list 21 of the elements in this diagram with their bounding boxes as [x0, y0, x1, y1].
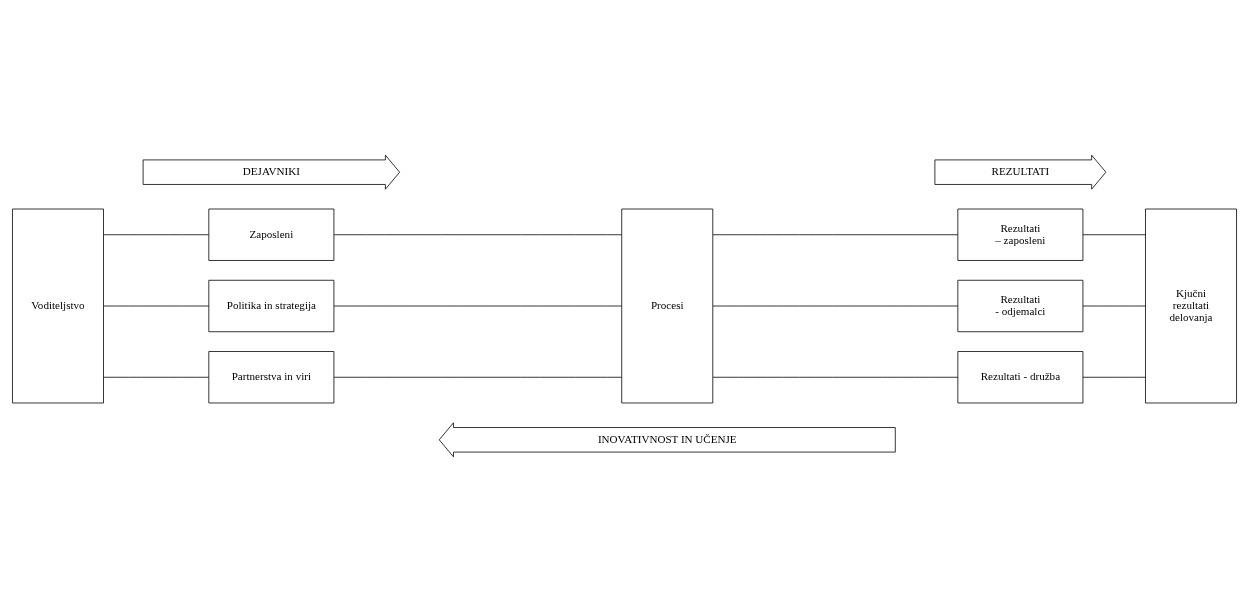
connector	[333, 234, 622, 236]
connector	[712, 376, 959, 378]
node-box: Voditeljstvo	[12, 208, 104, 404]
connector	[1082, 305, 1146, 307]
node-box: Procesi	[621, 208, 714, 404]
node-box: Politika in strategija	[208, 279, 335, 333]
node-box: Rezultati – zaposleni	[957, 208, 1084, 261]
connector	[103, 234, 210, 236]
connector	[712, 305, 959, 307]
connector	[333, 376, 622, 378]
connector	[1082, 376, 1146, 378]
node-box: Rezultati - odjemalci	[957, 279, 1084, 333]
connector	[712, 234, 959, 236]
node-box: Partnerstva in viri	[208, 351, 335, 404]
node-box: Kjučni rezultati delovanja	[1145, 208, 1237, 404]
connector	[103, 305, 210, 307]
connector	[103, 376, 210, 378]
connector	[333, 305, 622, 307]
node-box: Zaposleni	[208, 208, 335, 261]
connector	[1082, 234, 1146, 236]
node-box: Rezultati - družba	[957, 351, 1084, 404]
